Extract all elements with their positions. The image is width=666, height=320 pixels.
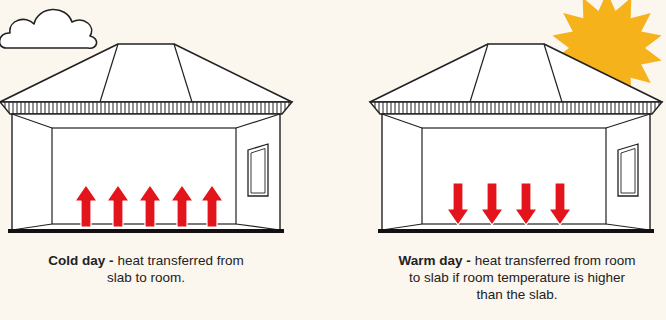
house-warm [370,44,662,231]
caption-heading: Cold day - [48,253,113,268]
caption: Warm day -heat transferred from room to … [398,252,636,303]
caption-text: heat transferred from slab to room. [107,253,244,285]
caption: Cold day -heat transferred from slab to … [40,252,252,286]
house-cold [0,44,292,231]
caption-heading: Warm day - [399,253,471,268]
cloud [0,9,97,48]
